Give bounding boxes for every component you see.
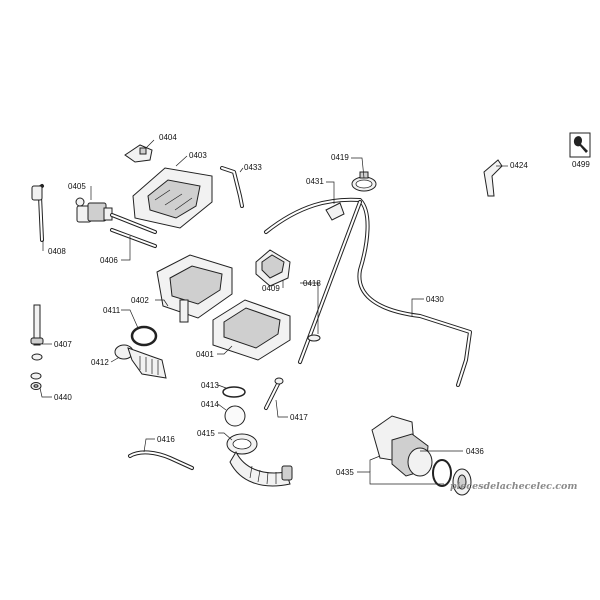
part-0440-washers[interactable] bbox=[30, 372, 42, 390]
label-0403[interactable]: 0403 bbox=[189, 151, 207, 160]
part-0436-filter[interactable] bbox=[432, 459, 472, 496]
label-0418[interactable]: 0418 bbox=[303, 279, 321, 288]
part-0409-insert[interactable] bbox=[255, 249, 291, 287]
part-0435-pump[interactable] bbox=[371, 415, 433, 477]
part-0405-valve[interactable] bbox=[75, 197, 113, 223]
part-0403-cover[interactable] bbox=[132, 167, 213, 229]
label-0407[interactable]: 0407 bbox=[54, 340, 72, 349]
label-0416[interactable]: 0416 bbox=[157, 435, 175, 444]
label-0435[interactable]: 0435 bbox=[336, 468, 354, 477]
part-0415-sump[interactable] bbox=[226, 433, 293, 487]
part-0401-drawer[interactable] bbox=[212, 299, 291, 361]
label-0405[interactable]: 0405 bbox=[68, 182, 86, 191]
watermark-text: piecesdelachecelec.com bbox=[450, 481, 577, 492]
label-0402[interactable]: 0402 bbox=[131, 296, 149, 305]
label-0430[interactable]: 0430 bbox=[426, 295, 444, 304]
label-0433[interactable]: 0433 bbox=[244, 163, 262, 172]
label-0419[interactable]: 0419 bbox=[331, 153, 349, 162]
label-0431[interactable]: 0431 bbox=[306, 177, 324, 186]
part-0424-hook[interactable] bbox=[483, 159, 503, 197]
label-0499[interactable]: 0499 bbox=[572, 160, 590, 169]
part-0418-rod[interactable] bbox=[298, 200, 362, 364]
label-0409[interactable]: 0409 bbox=[262, 284, 280, 293]
part-labels: 0404 0403 0433 0419 0424 0499 0405 0431 … bbox=[48, 133, 590, 477]
part-0402-housing[interactable] bbox=[156, 254, 233, 323]
part-0406-rods[interactable] bbox=[110, 213, 157, 248]
label-0413[interactable]: 0413 bbox=[201, 381, 219, 390]
label-0414[interactable]: 0414 bbox=[201, 400, 219, 409]
part-0431-junction[interactable] bbox=[325, 202, 345, 221]
part-0408-hose[interactable] bbox=[31, 184, 44, 242]
part-0416-hose[interactable] bbox=[128, 450, 194, 470]
label-0424[interactable]: 0424 bbox=[510, 161, 528, 170]
part-0414-ball[interactable] bbox=[224, 405, 246, 427]
label-0412[interactable]: 0412 bbox=[91, 358, 109, 367]
label-0440[interactable]: 0440 bbox=[54, 393, 72, 402]
label-0417[interactable]: 0417 bbox=[290, 413, 308, 422]
wrench-icon bbox=[569, 132, 591, 158]
part-0404-bracket[interactable] bbox=[124, 144, 153, 163]
label-0406[interactable]: 0406 bbox=[100, 256, 118, 265]
label-0415[interactable]: 0415 bbox=[197, 429, 215, 438]
part-0433-tube[interactable] bbox=[220, 166, 244, 208]
part-0417-hose[interactable] bbox=[264, 377, 284, 410]
part-0407-tube[interactable] bbox=[30, 304, 44, 361]
part-0413-ring[interactable] bbox=[222, 386, 246, 398]
label-0411[interactable]: 0411 bbox=[103, 306, 121, 315]
part-0430-hose[interactable] bbox=[264, 197, 472, 387]
label-0401[interactable]: 0401 bbox=[196, 350, 214, 359]
label-0436[interactable]: 0436 bbox=[466, 447, 484, 456]
label-0404[interactable]: 0404 bbox=[159, 133, 177, 142]
part-0412-hose[interactable] bbox=[114, 344, 167, 379]
leader-lines bbox=[39, 139, 508, 485]
part-0411-ring[interactable] bbox=[130, 325, 158, 347]
label-0408[interactable]: 0408 bbox=[48, 247, 66, 256]
